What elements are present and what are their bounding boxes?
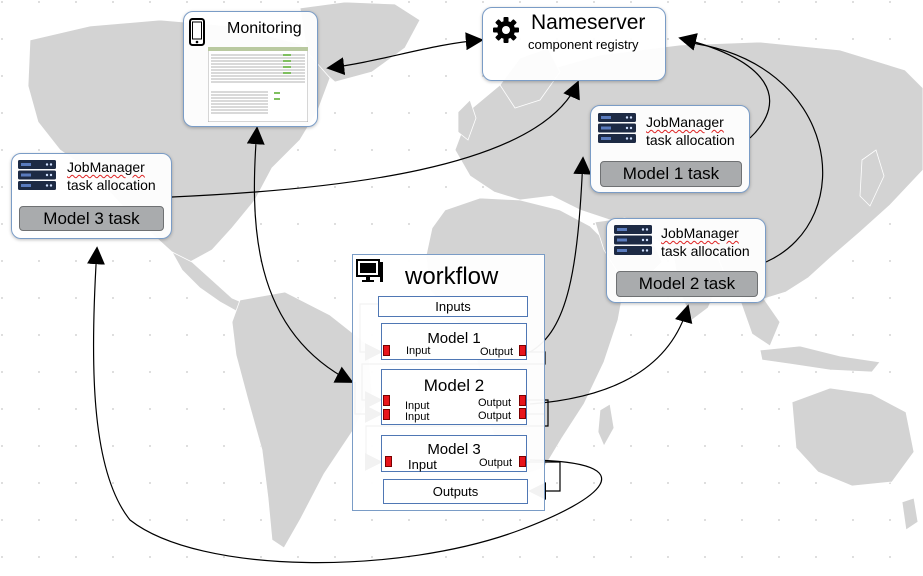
model2-input2-label: Input xyxy=(405,411,430,423)
server-rack-icon xyxy=(18,160,56,190)
model3-label: Model 3 xyxy=(427,441,481,458)
workflow-inputs-label: Inputs xyxy=(435,299,471,314)
workflow-outputs-label: Outputs xyxy=(432,484,479,499)
map-madagascar xyxy=(597,403,615,447)
link-jm2-nameserver xyxy=(683,41,824,263)
model1-label: Model 1 xyxy=(427,330,481,347)
model1-input-label: Input xyxy=(406,345,431,357)
server-rack-icon xyxy=(614,225,652,255)
monitoring-title: Monitoring xyxy=(227,20,302,37)
model1-box[interactable]: Model 1 Input Output xyxy=(381,323,527,360)
model2-input1-label: Input xyxy=(405,400,430,412)
jobmanager-model3-box[interactable]: JobManager task allocation Model 3 task xyxy=(11,153,172,239)
link-monitoring-nameserver xyxy=(326,32,484,76)
link-jm3-nameserver xyxy=(171,80,580,198)
model2-output2-label: Output xyxy=(478,410,512,422)
map-new-zealand xyxy=(901,497,919,531)
model3-task-badge: Model 3 task xyxy=(19,206,164,231)
computer-icon xyxy=(356,259,383,282)
map-australia xyxy=(791,387,915,487)
monitoring-box[interactable]: Monitoring xyxy=(183,11,318,127)
model2-box[interactable]: Model 2 Input Input Output Output xyxy=(381,369,527,425)
workflow-title: workflow xyxy=(405,263,499,290)
jobmanager-model2-box[interactable]: JobManager task allocation Model 2 task xyxy=(606,218,766,303)
jobmanager-model1-title: JobManager xyxy=(646,114,724,130)
model1-input-port[interactable] xyxy=(383,345,390,356)
gear-icon xyxy=(493,17,519,43)
nameserver-subtitle: component registry xyxy=(528,37,639,52)
model2-task-badge: Model 2 task xyxy=(616,271,758,297)
jobmanager-model2-subtitle: task allocation xyxy=(661,243,750,259)
model2-input1-port[interactable] xyxy=(383,395,390,406)
jobmanager-model2-title: JobManager xyxy=(661,225,739,241)
workflow-inputs-box[interactable]: Inputs xyxy=(378,296,528,317)
monitoring-screenshot-thumbnail xyxy=(208,47,308,122)
nameserver-box[interactable]: Nameserver component registry xyxy=(482,7,666,81)
map-indonesia xyxy=(759,345,881,373)
model3-output-port[interactable] xyxy=(519,456,526,467)
model2-label: Model 2 xyxy=(423,376,485,395)
tablet-icon xyxy=(189,18,205,46)
model2-input2-port[interactable] xyxy=(383,409,390,420)
model3-box[interactable]: Model 3 Input Output xyxy=(381,435,527,472)
model1-task-badge: Model 1 task xyxy=(600,161,742,187)
server-rack-icon xyxy=(598,113,636,143)
jobmanager-model3-subtitle: task allocation xyxy=(67,177,156,193)
jobmanager-model3-title: JobManager xyxy=(67,159,145,175)
model3-output-label: Output xyxy=(479,457,513,469)
link-model3-jm3 xyxy=(87,246,603,564)
model1-output-label: Output xyxy=(480,346,514,358)
jobmanager-model1-box[interactable]: JobManager task allocation Model 1 task xyxy=(590,105,750,193)
model2-output2-port[interactable] xyxy=(519,408,526,419)
link-model2-jm2 xyxy=(529,304,693,405)
model3-input-port[interactable] xyxy=(385,456,392,467)
workflow-outputs-box[interactable]: Outputs xyxy=(383,479,528,504)
model2-output1-port[interactable] xyxy=(519,395,526,406)
nameserver-title: Nameserver xyxy=(531,11,646,34)
map-japan xyxy=(859,149,885,207)
model3-input-label: Input xyxy=(408,457,437,472)
link-monitoring-workflow xyxy=(246,126,354,383)
model2-output1-label: Output xyxy=(478,397,512,409)
model1-output-port[interactable] xyxy=(519,345,526,356)
map-uk xyxy=(457,99,477,141)
jobmanager-model1-subtitle: task allocation xyxy=(646,132,735,148)
